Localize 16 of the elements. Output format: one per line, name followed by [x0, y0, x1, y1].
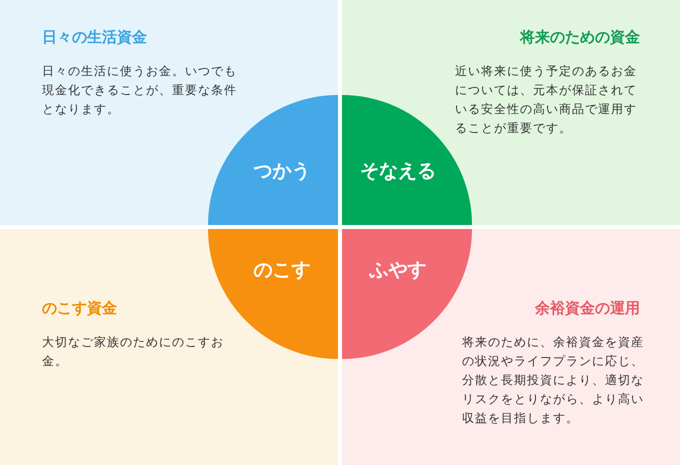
panel-description: 大切なご家族のためにのこすお金。 — [42, 334, 225, 370]
panel-description: 近い将来に使う予定のあるお金については、元本が保証されている安全性の高い商品で運用することが重要です。 — [455, 63, 638, 137]
segment-label: ふやす — [370, 258, 426, 283]
segment-label: そなえる — [360, 159, 436, 184]
panel-description: 日々の生活に使うお金。いつでも現金化できることが、重要な条件となります。 — [42, 63, 238, 118]
panel-heading: 将来のための資金 — [520, 28, 640, 47]
quadrant-panel — [0, 0, 338, 225]
quadrant-panel — [342, 0, 680, 225]
panel-description: 将来のために、余裕資金を資産の状況やライフプランに応じ、分散と長期投資により、適切なリスクをとりながら、より高い収益を目指します。 — [462, 334, 645, 427]
panel-heading: 日々の生活資金 — [42, 28, 147, 47]
panel-heading: 余裕資金の運用 — [535, 299, 640, 318]
quadrant-panel — [0, 229, 338, 465]
panel-heading: のこす資金 — [42, 299, 117, 318]
quadrant-panel — [342, 229, 680, 465]
segment-label: つかう — [254, 159, 310, 184]
segment-label: のこす — [254, 258, 310, 283]
